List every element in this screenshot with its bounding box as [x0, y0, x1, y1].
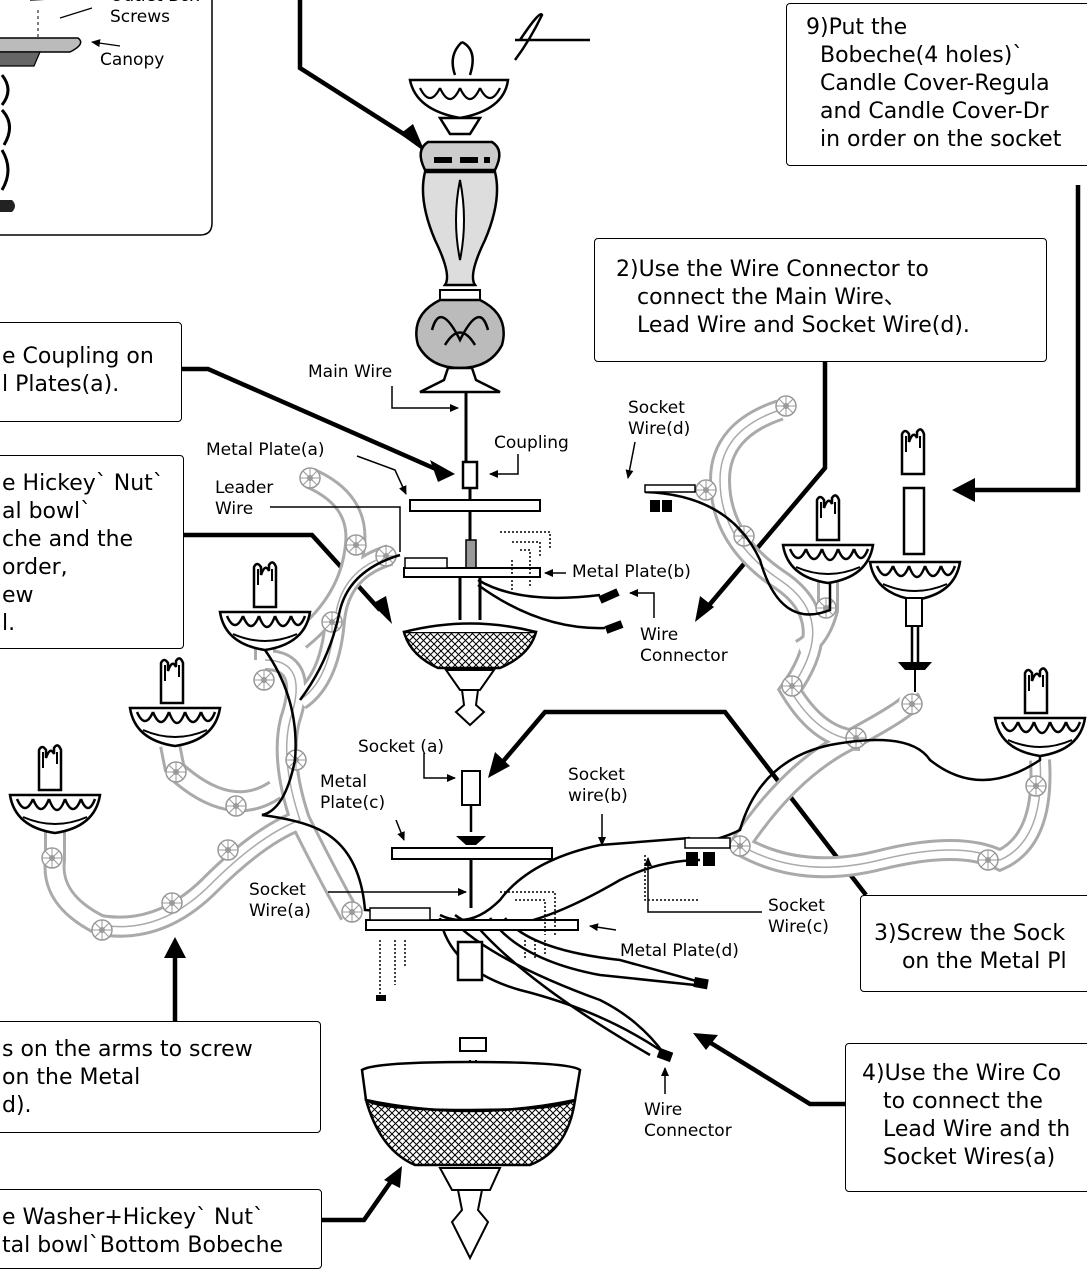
step2-box [594, 238, 1047, 362]
metal-plate-b-label: Metal Plate(b) [572, 562, 691, 582]
step-coupling-text: e Coupling on l Plates(a). [2, 344, 154, 397]
socket-wires [261, 490, 1042, 1057]
coupling-label: Coupling [494, 433, 569, 453]
step-arms-box [0, 1021, 321, 1133]
pointer-arrowheads [164, 124, 975, 1188]
central-column [360, 13, 731, 1261]
step4-box [845, 1043, 1087, 1192]
step9-text: 9)Put the Bobeche(4 holes)` Candle Cover… [806, 15, 1062, 152]
step2-text: 2)Use the Wire Connector to connect the … [616, 257, 970, 338]
step-arms-text: s on the arms to screw on the Metal d). [2, 1037, 253, 1118]
exploded-candle-parts [868, 428, 962, 692]
step-hickey-text: e Hickey` Nut` al bowl` che and the orde… [2, 471, 164, 636]
inset-canopy-detail [0, 0, 213, 236]
metal-plate-d-label: Metal Plate(d) [620, 941, 739, 961]
leader-wire-label: Leader Wire [215, 478, 274, 519]
step3-box [860, 895, 1087, 992]
socket-wire-c-label: Socket Wire(c) [768, 896, 829, 937]
socket-wire-a-label: Socket Wire(a) [249, 880, 311, 921]
step-washer-box [0, 1189, 322, 1269]
metal-plate-a-label: Metal Plate(a) [206, 440, 325, 460]
step3-text: 3)Screw the Sock on the Metal Pl [874, 921, 1067, 974]
main-wire-label: Main Wire [308, 362, 393, 382]
socket-wire-d-label: Socket Wire(d) [628, 398, 691, 439]
label-leaders [270, 386, 762, 1094]
step-washer-text: e Washer+Hickey` Nut` tal bowl`Bottom Bo… [2, 1205, 284, 1258]
canopy-label: Canopy [100, 50, 165, 70]
step4-text: 4)Use the Wire Co to connect the Lead Wi… [862, 1061, 1071, 1170]
socket-wire-b-label: Socket wire(b) [568, 765, 628, 806]
step-coupling-box [0, 322, 182, 422]
wire-connector-top-label: Wire Connector [640, 625, 728, 666]
step9-box [786, 3, 1087, 166]
wire-connector-bottom-label: Wire Connector [644, 1100, 732, 1141]
metal-plate-c-label: Metal Plate(c) [320, 772, 386, 813]
socket-a-label: Socket (a) [358, 737, 444, 757]
step-hickey-box [0, 455, 184, 649]
outlet-box-screws-label: Outlet Box Screws [110, 0, 200, 27]
